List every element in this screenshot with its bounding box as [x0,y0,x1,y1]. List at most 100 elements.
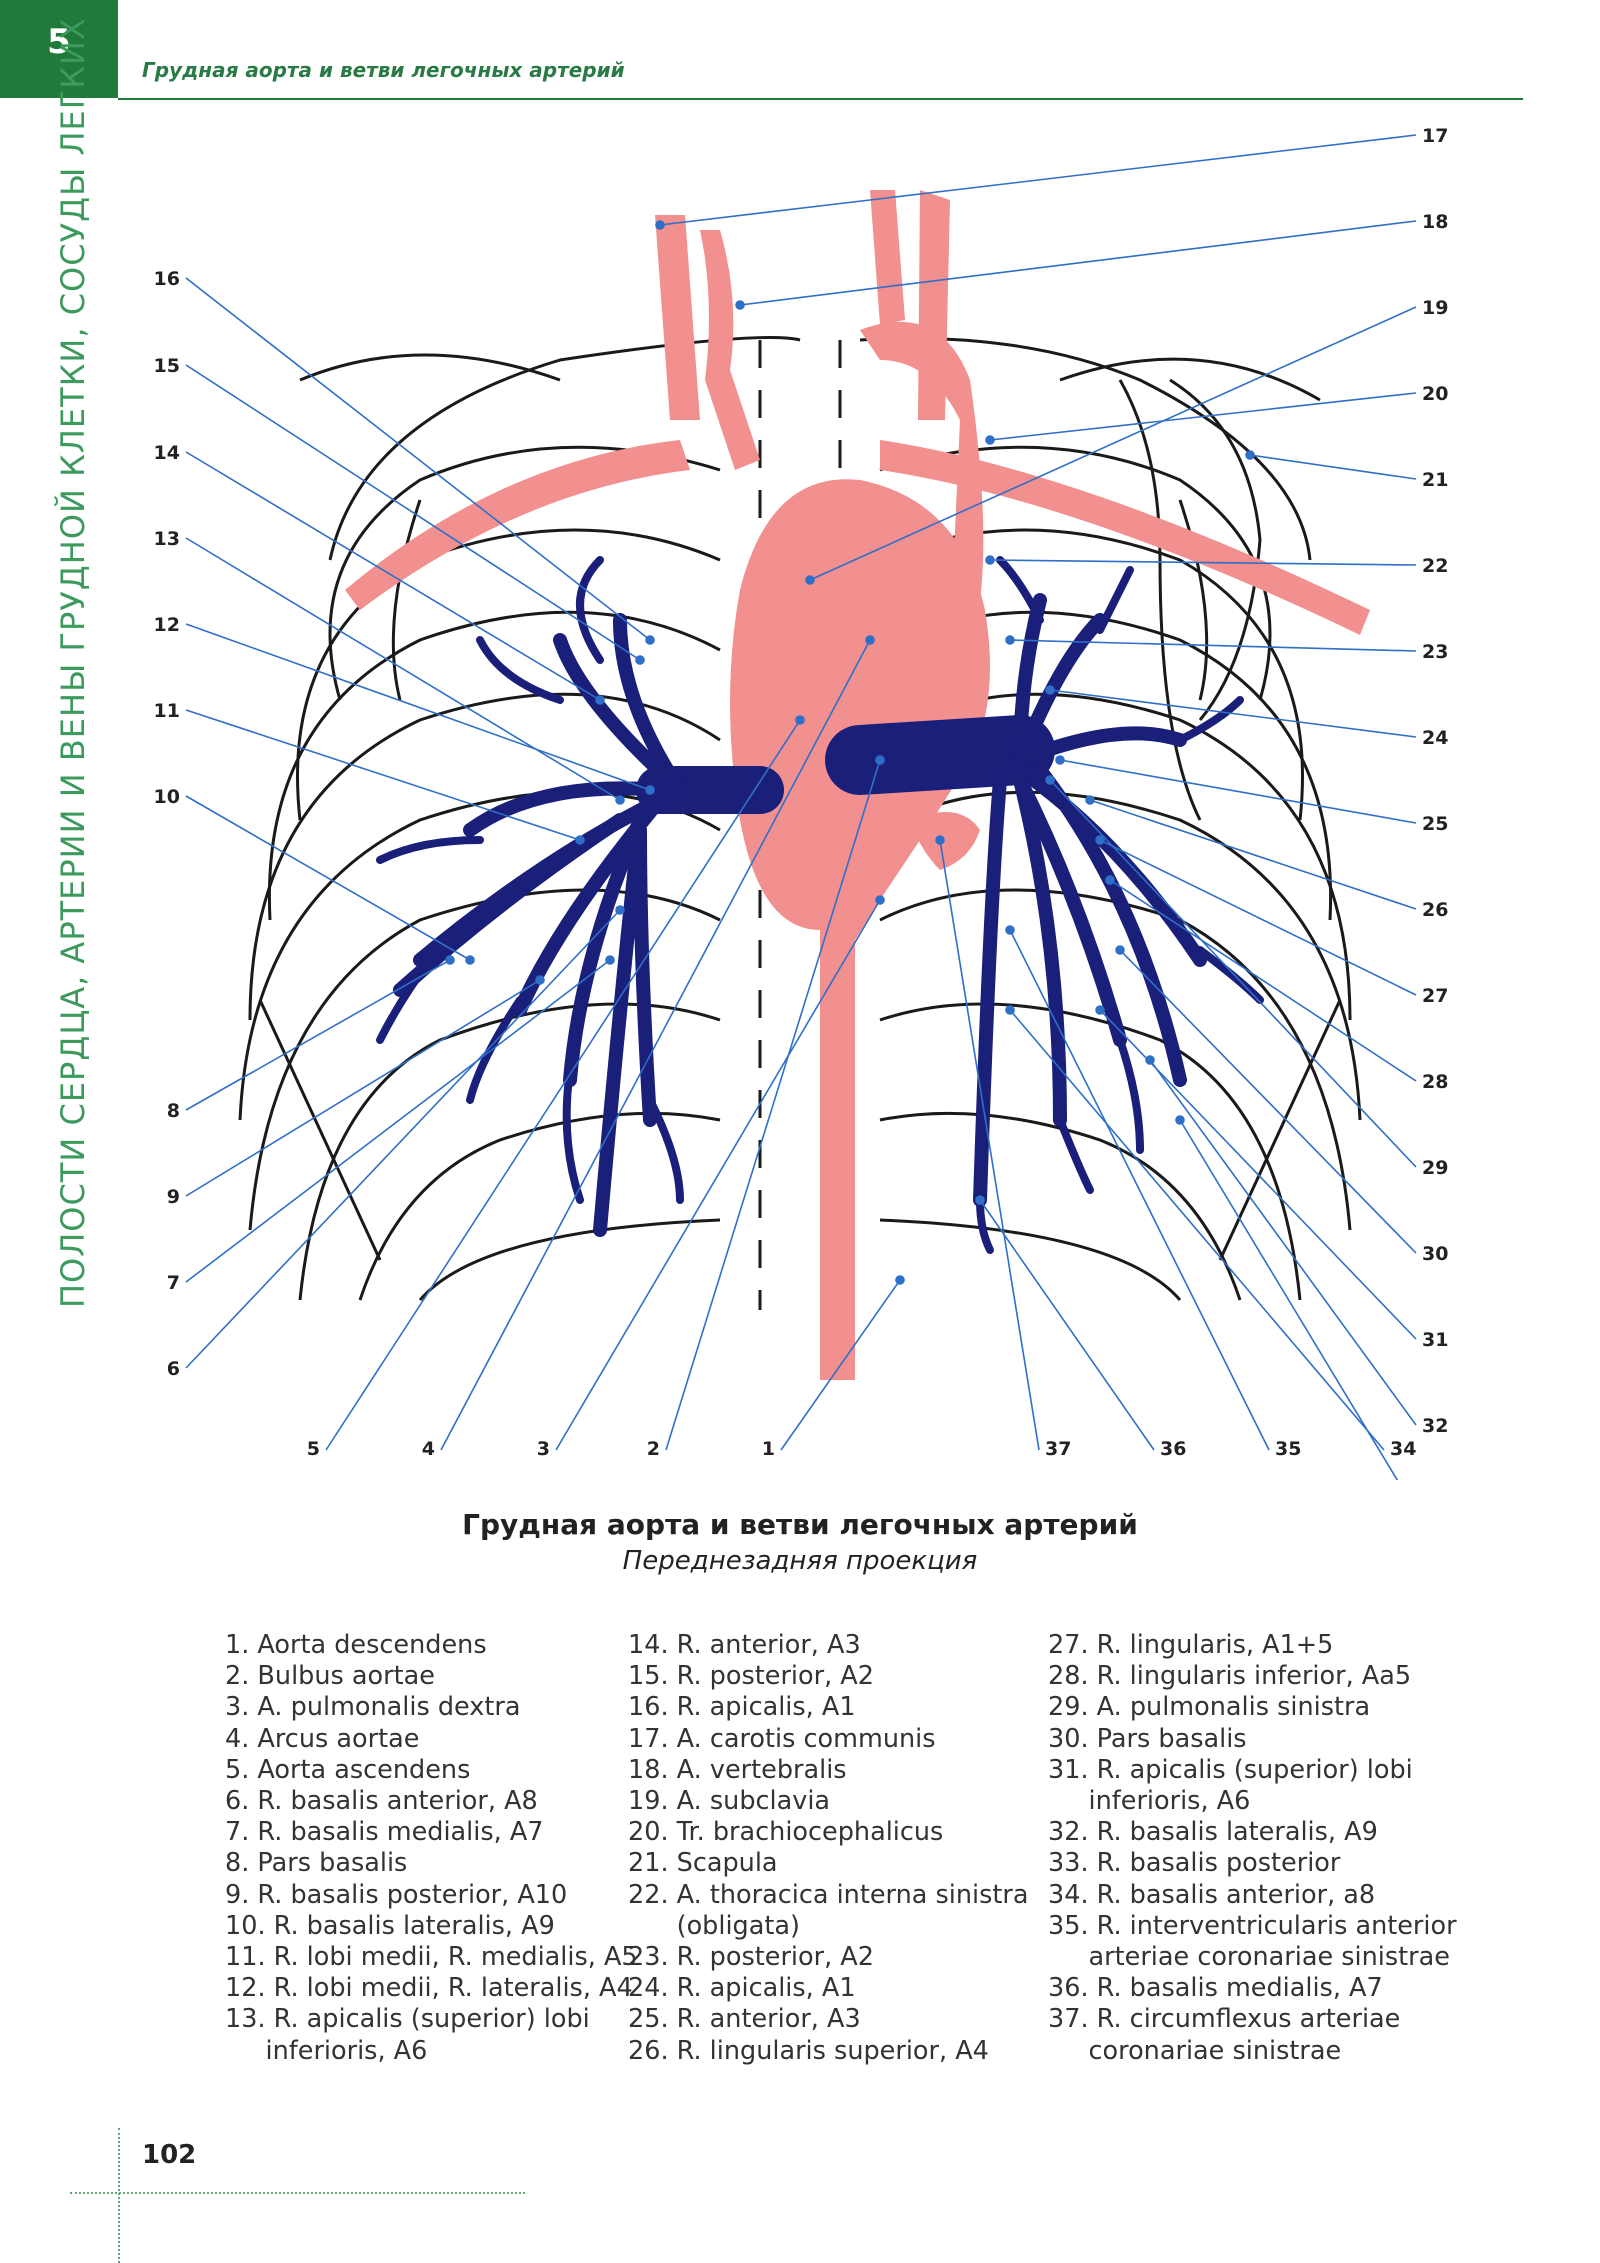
legend-item: 12. R. lobi medii, R. lateralis, A4 [225,1973,633,2004]
legend-item: 17. A. carotis communis [628,1723,936,1754]
leader-dot [875,895,885,905]
figure-label: 34 [1390,1438,1416,1460]
leader-line [1249,454,1417,480]
figure-label: 16 [154,268,180,290]
leader-line [185,277,651,641]
legend-item: 11. R. lobi medii, R. medialis, A5 [225,1942,638,1973]
legend-item: 35. R. interventricularis anterior [1048,1910,1457,1941]
footer-dotted-rule-vertical [118,2128,120,2263]
leader-dot [1145,1055,1155,1065]
leader-dot [615,905,625,915]
figure-label: 13 [154,528,180,550]
leader-dot [805,575,815,585]
header-rule [118,98,1523,100]
leader-line [185,795,471,961]
legend-item: 24. R. apicalis, A1 [628,1973,856,2004]
figure-label: 25 [1422,813,1448,835]
figure-label: 36 [1160,1438,1186,1460]
figure-label: 32 [1422,1415,1448,1437]
legend-item: 20. Tr. brachiocephalicus [628,1817,944,1848]
legend-item: 10. R. basalis lateralis, A9 [225,1910,555,1941]
figure-label: 4 [422,1438,435,1460]
leader-line [1059,759,1417,824]
figure-label: 18 [1422,211,1448,233]
legend-item: 23. R. posterior, A2 [628,1942,874,1973]
leader-line [989,392,1417,441]
leader-line [185,959,611,1283]
pulmonary-arteries [376,556,1264,1254]
leader-dot [1105,875,1115,885]
leader-dot [605,955,615,965]
leader-dot [615,795,625,805]
leader-line [1009,929,1270,1451]
legend-item: 19. A. subclavia [628,1786,831,1817]
leader-dot [1095,1005,1105,1015]
legend-item: 2. Bulbus aortae [225,1661,435,1692]
leader-dot [1005,1005,1015,1015]
figure-label: 10 [154,786,180,808]
leader-line [1049,779,1417,1168]
leader-dot [645,785,655,795]
leader-line [989,559,1417,566]
legend-item: 14. R. anterior, A3 [628,1630,861,1660]
leader-dot [1005,635,1015,645]
leader-dot [535,975,545,985]
figure-label: 35 [1275,1438,1301,1460]
leader-dot [985,555,995,565]
leader-line [659,134,1417,226]
figure-label: 23 [1422,641,1448,663]
figure-label: 5 [307,1438,320,1460]
leader-dot [935,835,945,845]
legend-item: 3. A. pulmonalis dextra [225,1692,521,1723]
leader-dot [1095,835,1105,845]
leader-line [665,759,881,1451]
legend-item: 28. R. lingularis inferior, Aa5 [1048,1661,1412,1692]
figure-label: 17 [1422,125,1448,147]
legend-item: 32. R. basalis lateralis, A9 [1048,1817,1378,1848]
figure-label: 6 [167,1358,180,1380]
leader-line [1049,689,1417,738]
leader-line [1009,1009,1385,1451]
figure-label: 27 [1422,985,1448,1007]
leader-dot [655,220,665,230]
figure-label: 19 [1422,297,1448,319]
leader-dot [895,1275,905,1285]
figure-label: 22 [1422,555,1448,577]
leader-dot [985,435,995,445]
figure-caption-title: Грудная аорта и ветви легочных артерий [462,1508,1138,1541]
legend-item: (obligata) [628,1910,800,1941]
legend-item: 5. Aorta ascendens [225,1754,471,1785]
leader-dot [865,635,875,645]
leader-dot [645,635,655,645]
leader-line [555,899,881,1451]
legend-item: 4. Arcus aortae [225,1723,420,1754]
leader-dot [1055,755,1065,765]
legend-item: 34. R. basalis anterior, a8 [1048,1879,1376,1910]
figure-label: 21 [1422,469,1448,491]
leader-line [1119,949,1417,1254]
systemic-arteries [345,190,1370,1380]
legend-item: 33. R. basalis posterior [1048,1848,1341,1879]
leader-line [185,451,601,701]
leader-dot [635,655,645,665]
legend-item: 31. R. apicalis (superior) lobi [1048,1754,1413,1785]
leader-line [185,623,651,791]
leader-line [185,979,541,1197]
figure-label: 30 [1422,1243,1448,1265]
leader-lines [185,134,1417,1480]
leader-line [185,959,451,1111]
leader-line [1149,1059,1417,1426]
figure-label: 7 [167,1272,180,1294]
leader-dot [1115,945,1125,955]
legend-item: 8. Pars basalis [225,1848,408,1879]
leader-dot [735,300,745,310]
leader-line [809,306,1417,581]
leader-line [739,220,1417,306]
leader-dot [575,835,585,845]
figure-label: 20 [1422,383,1448,405]
legend-item: 36. R. basalis medialis, A7 [1048,1973,1383,2004]
leader-dot [465,955,475,965]
